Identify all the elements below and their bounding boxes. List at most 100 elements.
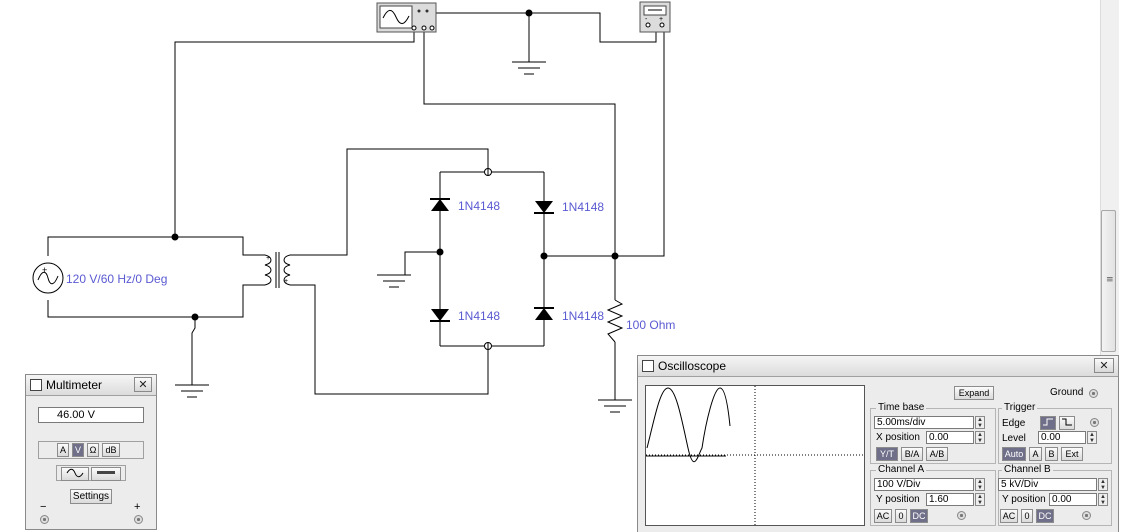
- xpos-field[interactable]: 0.00: [926, 431, 974, 444]
- plus-terminal-label: +: [134, 501, 141, 513]
- channel-a-zero-button[interactable]: 0: [895, 509, 907, 523]
- falling-edge-button[interactable]: [1059, 416, 1075, 430]
- xpos-label: X position: [876, 432, 920, 443]
- minus-terminal-label: −: [40, 501, 47, 513]
- mode-db-button[interactable]: dB: [102, 443, 120, 457]
- resistor-label: 100 Ohm: [626, 318, 676, 332]
- window-icon: [30, 379, 42, 391]
- channel-b-ypos-spinner[interactable]: ▲▼: [1098, 493, 1108, 506]
- scope-trace: [646, 386, 864, 525]
- xpos-spinner[interactable]: ▲▼: [975, 431, 985, 444]
- channel-b-ypos-field[interactable]: 0.00: [1049, 493, 1097, 506]
- timebase-spinner[interactable]: ▲▼: [975, 416, 985, 429]
- channel-b-scale-spinner[interactable]: ▲▼: [1098, 478, 1108, 491]
- channel-b-group-label: Channel B: [1002, 464, 1053, 475]
- yt-mode-button[interactable]: Y/T: [876, 447, 898, 461]
- channel-b-zero-button[interactable]: 0: [1021, 509, 1033, 523]
- dc-mode-button[interactable]: [91, 467, 121, 481]
- ab-mode-button[interactable]: A/B: [926, 447, 948, 461]
- channel-a-terminal[interactable]: [957, 511, 966, 520]
- trigger-terminal[interactable]: [1090, 418, 1099, 427]
- rising-edge-button[interactable]: [1040, 416, 1056, 430]
- rising-edge-icon: [1043, 418, 1053, 426]
- close-button[interactable]: ✕: [1094, 358, 1114, 373]
- oscilloscope-instrument-icon[interactable]: [376, 2, 437, 33]
- scrollbar-thumb[interactable]: ≡: [1101, 210, 1116, 352]
- multimeter-reading: 46.00 V: [38, 407, 144, 423]
- edge-label: Edge: [1002, 418, 1026, 429]
- mode-v-button[interactable]: V: [72, 443, 84, 457]
- multimeter-title: Multimeter: [46, 378, 103, 392]
- multimeter-window: Multimeter ✕ 46.00 V A V Ω dB Settings −…: [25, 374, 157, 530]
- diode-d4[interactable]: [534, 307, 554, 320]
- multimeter-titlebar[interactable]: Multimeter ✕: [26, 375, 156, 396]
- ground-symbols: [175, 61, 632, 413]
- channel-a-ypos-field[interactable]: 1.60: [926, 493, 974, 506]
- diode-label-d1: 1N4148: [458, 199, 501, 213]
- level-spinner[interactable]: ▲▼: [1087, 431, 1097, 444]
- close-button[interactable]: ✕: [134, 377, 152, 392]
- resistor-symbol[interactable]: [606, 299, 624, 343]
- diode-label-d3: 1N4148: [458, 309, 501, 323]
- channel-a-group: [870, 470, 996, 526]
- scope-display[interactable]: [645, 385, 865, 526]
- expand-button[interactable]: Expand: [954, 386, 994, 400]
- dc-line-icon: [97, 471, 115, 474]
- level-field[interactable]: 0.00: [1038, 431, 1086, 444]
- minus-terminal[interactable]: [40, 515, 49, 524]
- oscilloscope-title: Oscilloscope: [658, 359, 727, 373]
- channel-a-scale-field[interactable]: 100 V/Div: [874, 478, 974, 491]
- multimeter-instrument-icon[interactable]: -+: [639, 1, 671, 33]
- plus-terminal[interactable]: [134, 515, 143, 524]
- channel-a-dc-button[interactable]: DC: [910, 509, 928, 523]
- wire-crossings: [484, 168, 492, 350]
- svg-text:+: +: [42, 265, 47, 275]
- channel-b-ypos-label: Y position: [1002, 494, 1046, 505]
- channel-b-terminal[interactable]: [1082, 511, 1091, 520]
- diode-d3[interactable]: [430, 309, 450, 322]
- grip-icon: ≡: [1106, 275, 1114, 285]
- svg-text:-: -: [645, 16, 648, 23]
- oscilloscope-titlebar[interactable]: Oscilloscope ✕: [638, 356, 1118, 377]
- timebase-group-label: Time base: [876, 402, 927, 413]
- svg-text:+: +: [284, 278, 288, 285]
- diode-label-d2: 1N4148: [562, 200, 605, 214]
- auto-trigger-button[interactable]: Auto: [1002, 447, 1026, 461]
- channel-b-dc-button[interactable]: DC: [1036, 509, 1054, 523]
- ground-label: Ground: [1050, 387, 1084, 398]
- settings-button[interactable]: Settings: [70, 489, 112, 504]
- diode-d1[interactable]: [430, 198, 450, 211]
- trigger-ext-button[interactable]: Ext: [1061, 447, 1083, 461]
- falling-edge-icon: [1062, 418, 1072, 426]
- channel-a-group-label: Channel A: [876, 464, 927, 475]
- window-icon: [642, 360, 654, 372]
- channel-b-ac-button[interactable]: AC: [1000, 509, 1018, 523]
- timebase-field[interactable]: 5.00ms/div: [874, 416, 974, 429]
- mode-ohm-button[interactable]: Ω: [87, 443, 99, 457]
- svg-text:+: +: [266, 255, 270, 262]
- timebase-group: [870, 408, 996, 464]
- channel-b-group: [998, 470, 1112, 526]
- diode-d2[interactable]: [534, 201, 554, 214]
- channel-a-ac-button[interactable]: AC: [874, 509, 892, 523]
- trigger-b-button[interactable]: B: [1045, 447, 1058, 461]
- ground-terminal[interactable]: [1089, 389, 1098, 398]
- junction-dots: [171, 9, 619, 321]
- diode-label-d4: 1N4148: [562, 309, 605, 323]
- trigger-a-button[interactable]: A: [1029, 447, 1042, 461]
- level-label: Level: [1002, 433, 1026, 444]
- trigger-group-label: Trigger: [1002, 402, 1038, 413]
- ac-source-symbol[interactable]: +: [32, 262, 64, 294]
- mode-a-button[interactable]: A: [57, 443, 69, 457]
- ac-mode-button[interactable]: [61, 467, 89, 481]
- transformer-symbol[interactable]: + +: [264, 252, 291, 288]
- ac-wave-icon: [66, 468, 84, 478]
- source-label: 120 V/60 Hz/0 Deg: [66, 272, 168, 286]
- trigger-group: [998, 408, 1112, 464]
- channel-a-scale-spinner[interactable]: ▲▼: [975, 478, 985, 491]
- svg-text:+: +: [659, 16, 663, 23]
- channel-a-ypos-spinner[interactable]: ▲▼: [975, 493, 985, 506]
- channel-b-scale-field[interactable]: 5 kV/Div: [998, 478, 1097, 491]
- ba-mode-button[interactable]: B/A: [901, 447, 923, 461]
